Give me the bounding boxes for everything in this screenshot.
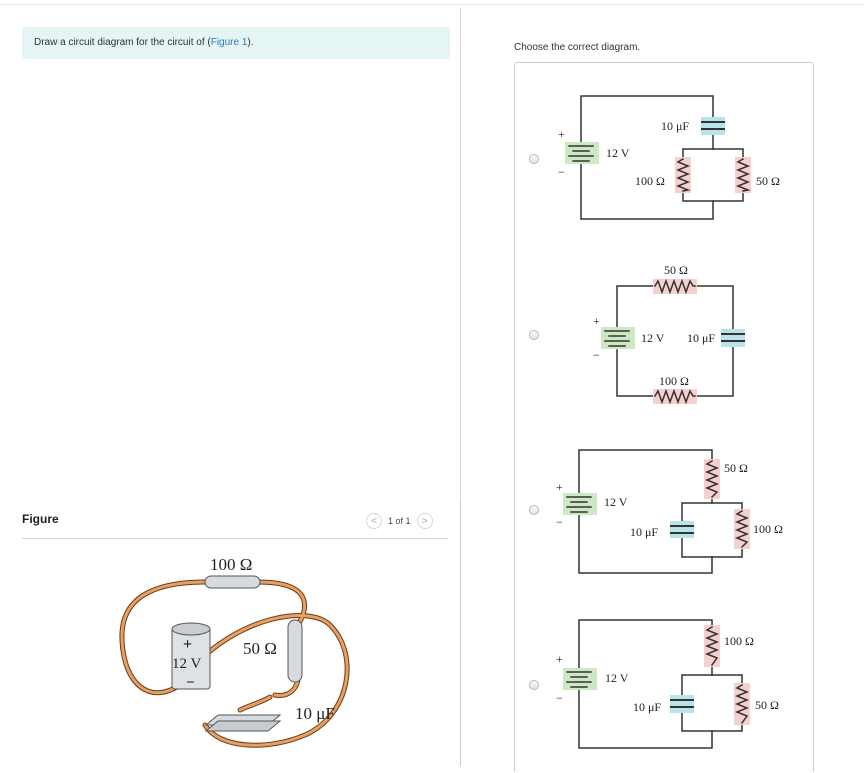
option-1-minus: − bbox=[558, 165, 565, 179]
option-1-battery-label: 12 V bbox=[606, 146, 630, 160]
capacitor-plate-bottom bbox=[204, 720, 282, 732]
question-prompt: Draw a circuit diagram for the circuit o… bbox=[22, 27, 450, 59]
option-3-plus: + bbox=[556, 480, 563, 494]
option-4-plus: + bbox=[556, 652, 563, 666]
option-1-resistor-a-label: 100 Ω bbox=[635, 174, 665, 188]
battery-plus-label: + bbox=[183, 636, 192, 653]
circuit-illustration: 100 Ω 50 Ω + 12 V − 10 μF bbox=[119, 555, 350, 748]
option-4-resistor-top-label: 100 Ω bbox=[724, 634, 754, 648]
option-1-diagram: + − 12 V 10 μF 100 Ω 50 Ω bbox=[558, 95, 780, 220]
circuit-options: + − 12 V 10 μF 100 Ω 50 Ω 50 Ω bbox=[556, 95, 783, 749]
resistor-100-body bbox=[204, 575, 261, 589]
option-3-diagram: + − 12 V 50 Ω 10 μF 100 Ω bbox=[556, 449, 783, 574]
column-divider bbox=[460, 8, 461, 766]
figure-label: Figure bbox=[22, 512, 59, 526]
option-2-battery-label: 12 V bbox=[641, 331, 665, 345]
option-2-radio[interactable] bbox=[529, 330, 539, 340]
option-4-diagram: + − 12 V 100 Ω 10 μF 50 Ω bbox=[556, 619, 779, 749]
option-1-radio[interactable] bbox=[529, 154, 539, 164]
option-3-minus: − bbox=[556, 515, 563, 529]
battery-minus-label: − bbox=[186, 675, 195, 691]
option-2-diagram: 50 Ω 100 Ω + − 12 V 10 μF bbox=[593, 263, 745, 405]
option-3-battery-label: 12 V bbox=[604, 495, 628, 509]
figure-rule bbox=[22, 538, 448, 539]
option-1-plus: + bbox=[558, 127, 565, 141]
prompt-text: Draw a circuit diagram for the circuit o… bbox=[34, 37, 211, 48]
option-1-capacitor-label: 10 μF bbox=[661, 119, 689, 133]
resistor-50-label: 50 Ω bbox=[243, 639, 277, 658]
option-4-resistor-right-label: 50 Ω bbox=[755, 698, 779, 712]
option-4-battery-label: 12 V bbox=[605, 671, 629, 685]
option-4-minus: − bbox=[556, 691, 563, 705]
option-3-capacitor-label: 10 μF bbox=[630, 525, 658, 539]
option-4-capacitor-label: 10 μF bbox=[633, 700, 661, 714]
option-2-plus: + bbox=[593, 314, 600, 328]
option-2-resistor-top-label: 50 Ω bbox=[664, 263, 688, 277]
option-3-resistor-right-label: 100 Ω bbox=[753, 522, 783, 536]
capacitor-label: 10 μF bbox=[295, 704, 335, 723]
prompt-text-end: ). bbox=[247, 37, 254, 48]
top-rule bbox=[0, 4, 864, 5]
chevron-left-icon: < bbox=[371, 515, 377, 527]
option-2-resistor-bottom-label: 100 Ω bbox=[659, 374, 689, 388]
figure-page-count: 1 of 1 bbox=[388, 516, 411, 526]
option-1-resistor-b-label: 50 Ω bbox=[756, 174, 780, 188]
option-4-radio[interactable] bbox=[529, 680, 539, 690]
question-text: Choose the correct diagram. bbox=[514, 42, 641, 53]
figure-pager: < 1 of 1 > bbox=[366, 512, 433, 530]
option-2-capacitor-label: 10 μF bbox=[687, 331, 715, 345]
battery-voltage-label: 12 V bbox=[172, 656, 201, 672]
column-divider-highlight bbox=[460, 500, 461, 766]
prev-figure-button[interactable]: < bbox=[366, 513, 382, 529]
answer-choices: + − 12 V 10 μF 100 Ω 50 Ω 50 Ω bbox=[514, 62, 814, 772]
figure-link[interactable]: Figure 1 bbox=[210, 37, 248, 48]
option-3-resistor-top-label: 50 Ω bbox=[724, 461, 748, 475]
next-figure-button[interactable]: > bbox=[416, 513, 433, 529]
option-3-radio[interactable] bbox=[529, 505, 539, 515]
option-2-minus: − bbox=[593, 348, 600, 362]
chevron-right-icon: > bbox=[421, 515, 428, 527]
resistor-50-body bbox=[287, 619, 303, 683]
resistor-100-label: 100 Ω bbox=[210, 555, 252, 574]
